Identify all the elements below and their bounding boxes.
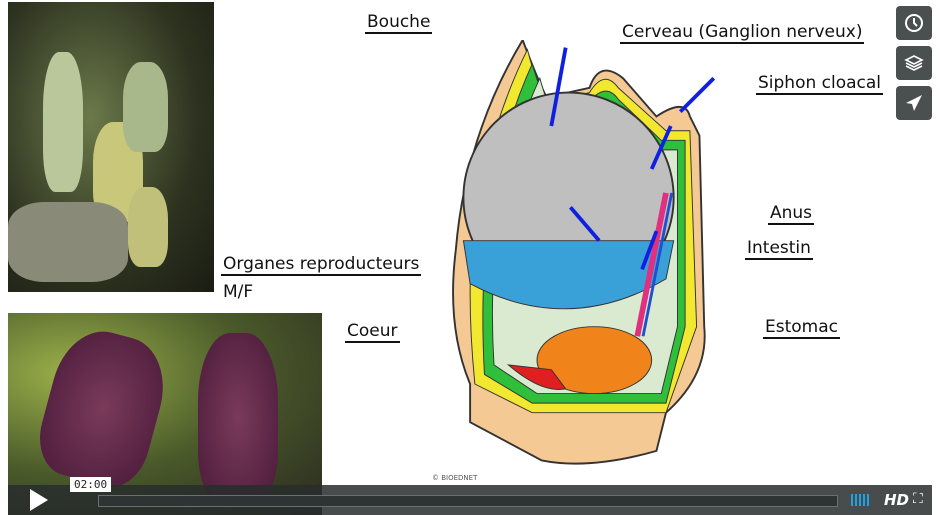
progress-bar[interactable] — [98, 495, 838, 507]
photo-sea-squirts-yellow — [8, 2, 214, 292]
label-bouche: Bouche — [365, 12, 433, 34]
watch-later-button[interactable] — [896, 6, 932, 40]
ascidian-diagram — [452, 40, 716, 465]
label-mf: M/F — [223, 282, 254, 302]
volume-control[interactable] — [851, 494, 869, 506]
fullscreen-icon[interactable]: ⛶ — [913, 491, 923, 507]
clock-icon — [905, 14, 923, 32]
label-siphon-cloacal: Siphon cloacal — [756, 73, 884, 95]
send-icon — [906, 95, 922, 111]
hd-button[interactable]: HD — [884, 491, 910, 509]
label-estomac: Estomac — [763, 317, 840, 339]
layers-icon — [904, 55, 924, 71]
photo-sea-squirts-purple — [8, 313, 322, 515]
label-anus: Anus — [768, 203, 815, 225]
share-button[interactable] — [896, 86, 932, 120]
collections-button[interactable] — [896, 46, 932, 80]
player-controls: HD ⛶ — [8, 485, 932, 515]
time-tooltip: 02:00 — [70, 477, 112, 492]
label-coeur: Coeur — [345, 321, 400, 343]
label-cerveau: Cerveau (Ganglion nerveux) — [620, 22, 865, 44]
label-intestin: Intestin — [745, 238, 813, 260]
copyright: © BIOEDNET — [432, 474, 478, 482]
play-button[interactable] — [30, 489, 48, 511]
label-organes-reproducteurs: Organes reproducteurs — [221, 254, 422, 276]
